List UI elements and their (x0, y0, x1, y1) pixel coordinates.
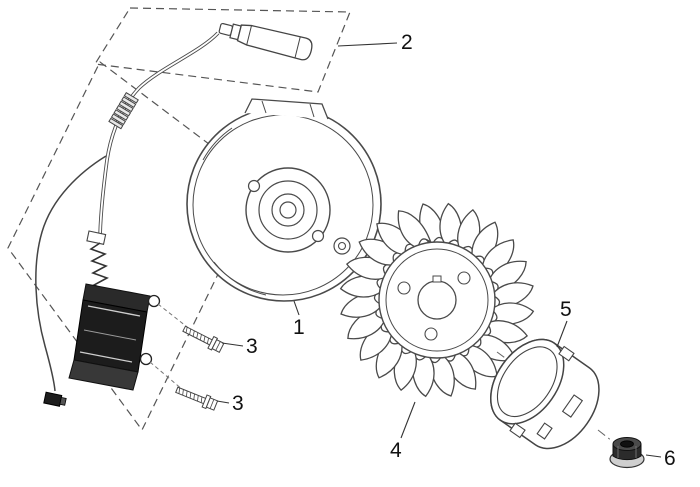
spark-plug-cap-illustration (218, 22, 313, 61)
coil-mount-hole-upper (147, 294, 161, 308)
wire-grommet (108, 91, 139, 130)
part-label-starter-cup: 5 (560, 298, 572, 321)
coil-mount-hole-lower (139, 352, 153, 366)
primary-wire (35, 155, 107, 407)
ht-wire (98, 31, 220, 243)
fan-illustration (339, 202, 535, 398)
plug-boot-spring (86, 230, 109, 290)
leader-lines (216, 42, 662, 458)
part-label-bolt-upper: 3 (246, 335, 258, 358)
wire-connector (43, 391, 67, 407)
part-label-flange-nut: 6 (664, 447, 676, 470)
starter-cup-illustration (490, 338, 600, 450)
bolt-upper-illustration (180, 322, 226, 355)
bolt-alignment-lines (149, 303, 197, 397)
flywheel-illustration (186, 98, 382, 302)
bolt-lower-illustration (173, 383, 219, 413)
ignition-coil-illustration (68, 283, 161, 391)
part-label-fan: 4 (390, 439, 402, 462)
flange-nut-illustration (609, 437, 645, 469)
part-label-spark-plug-cap: 2 (401, 31, 413, 54)
part-label-flywheel: 1 (293, 316, 305, 339)
part-label-bolt-lower: 3 (232, 392, 244, 415)
